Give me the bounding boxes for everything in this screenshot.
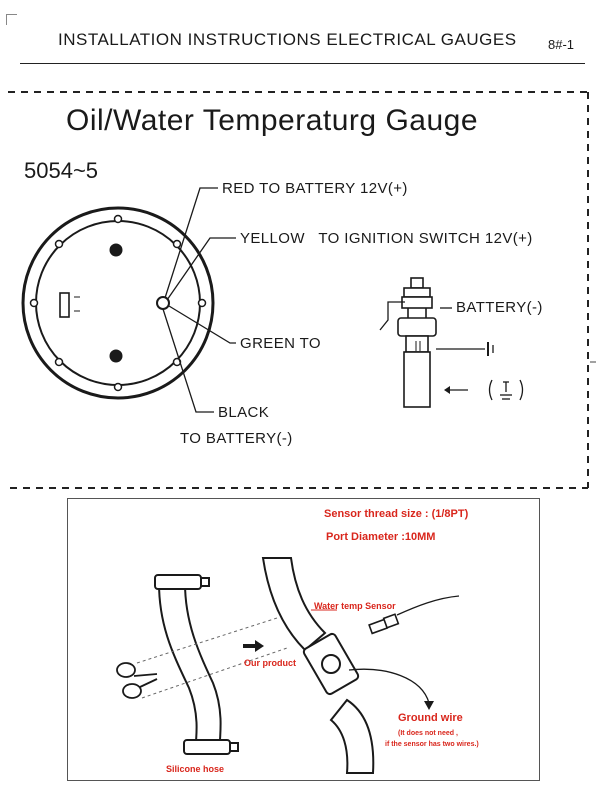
wire-leaders	[162, 187, 236, 413]
label-sensor-battery: BATTERY(-)	[456, 299, 543, 316]
ground-wire-note-2: if the sensor has two wires.)	[385, 741, 479, 748]
installation-illustration	[67, 498, 540, 781]
silicone-hose-icon	[154, 574, 239, 755]
model-number: 5054~5	[24, 158, 99, 183]
label-silicone-hose: Silicone hose	[166, 764, 225, 774]
label-our-product: Our product	[244, 658, 296, 668]
header-rule	[20, 63, 585, 64]
water-temp-sensor-icon	[368, 613, 400, 635]
gauge-dial-icon	[21, 206, 215, 400]
label-ground-wire: Ground wire	[398, 712, 463, 724]
ground-wire-note-1: (It does not need ,	[398, 730, 458, 737]
label-black-wire-dest: TO BATTERY(-)	[180, 430, 293, 447]
installation-drawing	[116, 557, 460, 774]
label-green-wire: GREEN TO	[240, 335, 321, 352]
scissors-icon	[116, 662, 158, 699]
label-black-wire: BLACK	[218, 404, 270, 421]
t-connector-icon	[302, 632, 360, 696]
arrow-down-icon	[424, 701, 434, 710]
label-water-temp-sensor: Water temp Sensor	[314, 601, 396, 611]
corner-mark	[6, 14, 17, 25]
arrow-right-icon	[255, 640, 264, 652]
dashed-frame	[8, 91, 589, 489]
pipe-segments	[261, 557, 375, 774]
page-code: 8#-1	[548, 37, 575, 52]
port-diameter: Port Diameter :10MM	[326, 531, 436, 543]
sensor-thread-size: Sensor thread size : (1/8PT)	[324, 508, 469, 520]
wiring-diagram	[8, 91, 596, 489]
label-yellow-wire: YELLOW TO IGNITION SWITCH 12V(+)	[240, 230, 533, 247]
gauge-title: Oil/Water Temperaturg Gauge	[66, 104, 479, 137]
label-red-wire: RED TO BATTERY 12V(+)	[222, 180, 408, 197]
temperature-sensor-icon	[397, 277, 437, 408]
page-header-title: INSTALLATION INSTRUCTIONS ELECTRICAL GAU…	[58, 30, 517, 49]
